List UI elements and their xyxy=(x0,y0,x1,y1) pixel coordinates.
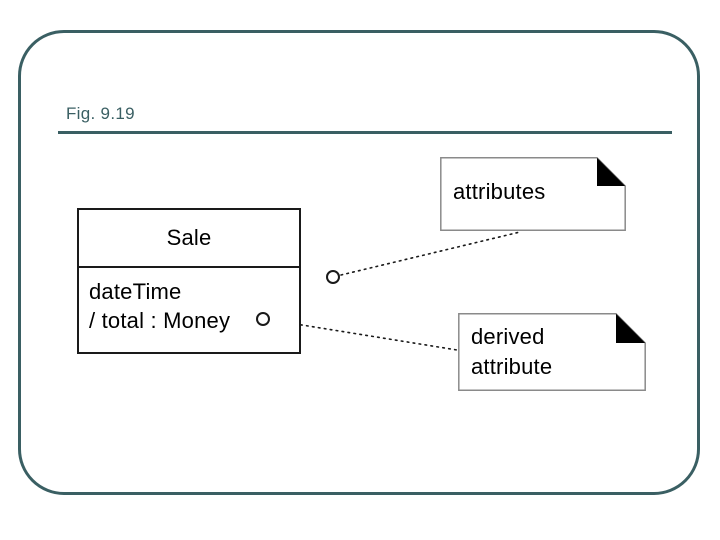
note-derived-attribute-line-2: attribute xyxy=(471,354,553,379)
note-attributes-text: attributes xyxy=(453,179,546,204)
note-derived-attribute-line-1: derived xyxy=(471,324,545,349)
class-attributes-compartment: dateTime / total : Money xyxy=(79,268,299,335)
class-name-label: Sale xyxy=(166,225,212,250)
note-attributes-shape xyxy=(440,157,626,231)
class-name-compartment: Sale xyxy=(79,210,299,268)
class-attribute-total-money: / total : Money xyxy=(89,308,231,333)
class-attribute-datetime: dateTime xyxy=(89,279,182,304)
note-attributes[interactable]: attributes xyxy=(440,157,626,231)
anchor-circle-attributes-compartment xyxy=(326,270,340,284)
note-derived-attribute[interactable]: derived attribute xyxy=(458,313,646,391)
title-divider-rule xyxy=(58,131,672,134)
anchor-circle-total-money xyxy=(256,312,270,326)
connector-attributes-link xyxy=(340,231,521,276)
uml-class-box[interactable]: Sale dateTime / total : Money xyxy=(77,208,301,354)
page-title: Fig. 9.19 xyxy=(66,104,135,123)
note-derived-attribute-shape xyxy=(458,313,646,391)
